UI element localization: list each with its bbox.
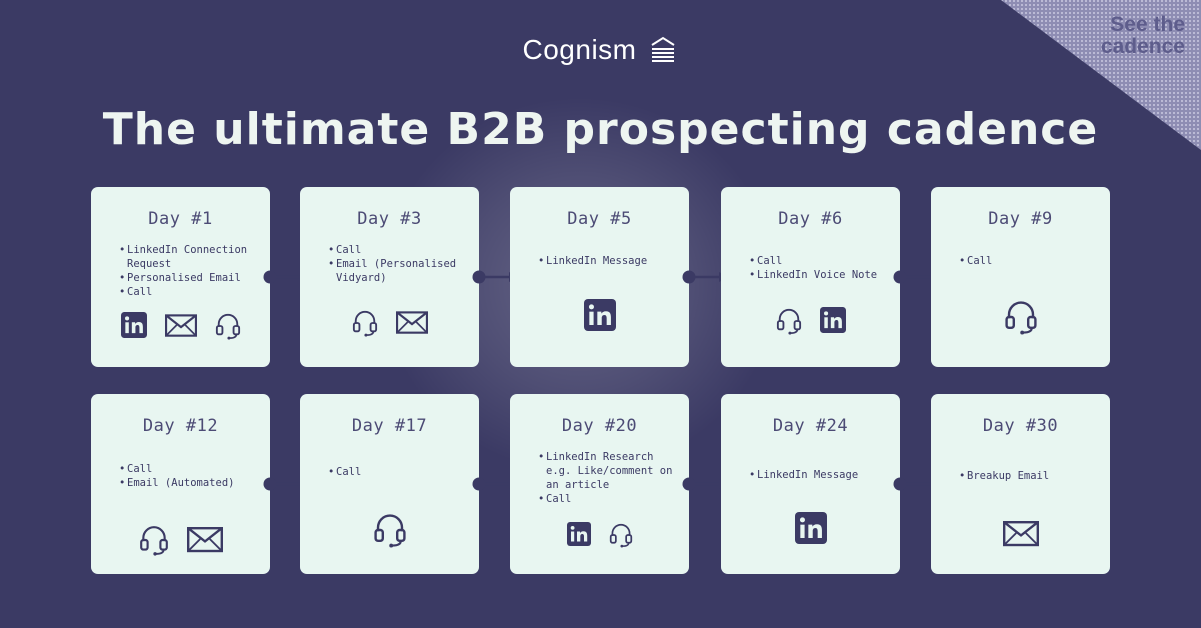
card-action-item: Call xyxy=(959,254,1100,268)
page-title: The ultimate B2B prospecting cadence xyxy=(102,104,1099,155)
cadence-card: Day #30Breakup Email xyxy=(931,394,1110,574)
card-action-item: Personalised Email xyxy=(119,271,260,285)
card-icons xyxy=(931,518,1110,552)
card-action-item: Call xyxy=(538,492,679,506)
card-actions: CallEmail (Automated) xyxy=(119,462,260,490)
card-day-label: Day #12 xyxy=(142,416,219,436)
card-day-label: Day #20 xyxy=(561,416,638,436)
card-actions: Breakup Email xyxy=(959,469,1100,483)
card-action-item: Call xyxy=(328,465,469,479)
cadence-card: Day #17Call xyxy=(300,394,479,574)
headset-icon xyxy=(139,524,169,560)
card-day-label: Day #24 xyxy=(772,416,849,436)
card-action-item: LinkedIn Voice Note xyxy=(749,268,890,282)
card-day-label: Day #9 xyxy=(988,209,1053,229)
cognism-logo-icon xyxy=(651,36,676,62)
card-actions: Call xyxy=(959,254,1100,268)
card-day-label: Day #3 xyxy=(357,209,422,229)
card-action-item: LinkedIn Research e.g. Like/comment on a… xyxy=(538,450,679,492)
card-action-item: LinkedIn Message xyxy=(538,254,679,268)
card-day-label: Day #6 xyxy=(778,209,843,229)
headset-icon xyxy=(373,512,407,552)
cadence-card: Day #5 LinkedIn Message xyxy=(510,187,689,367)
card-actions: LinkedIn Message xyxy=(749,468,890,482)
card-icons xyxy=(931,299,1110,339)
email-icon xyxy=(395,309,428,341)
card-actions: LinkedIn Research e.g. Like/comment on a… xyxy=(538,450,679,506)
headset-icon xyxy=(1004,299,1038,339)
card-icons xyxy=(91,312,270,344)
card-icons xyxy=(721,307,900,339)
card-action-item: Email (Personalised Vidyard) xyxy=(328,257,469,285)
see-the-cadence-link[interactable]: See the cadence xyxy=(1100,13,1185,58)
headset-icon xyxy=(609,522,633,552)
card-action-item: Call xyxy=(119,462,260,476)
card-day-label: Day #1 xyxy=(148,209,213,229)
card-action-item: Email (Automated) xyxy=(119,476,260,490)
card-action-item: Call xyxy=(749,254,890,268)
card-actions: CallLinkedIn Voice Note xyxy=(749,254,890,282)
card-action-item: LinkedIn Connection Request xyxy=(119,243,260,271)
cadence-card: Day #6 CallLinkedIn Voice Note xyxy=(721,187,900,367)
card-day-label: Day #30 xyxy=(982,416,1059,436)
cadence-card: Day #1 LinkedIn Connection RequestPersona… xyxy=(91,187,270,367)
email-icon xyxy=(164,312,197,344)
linkedin-icon xyxy=(583,299,616,335)
brand-name: Cognism xyxy=(522,34,637,65)
card-action-item: Call xyxy=(328,243,469,257)
card-icons xyxy=(510,522,689,552)
cadence-card: Day #20LinkedIn Research e.g. Like/comme… xyxy=(510,394,689,574)
linkedin-icon xyxy=(120,312,147,344)
linkedin-icon xyxy=(566,522,591,552)
card-action-item: LinkedIn Message xyxy=(749,468,890,482)
card-day-label: Day #5 xyxy=(567,209,632,229)
email-icon xyxy=(186,524,223,560)
linkedin-icon xyxy=(819,307,846,339)
brand-logo: Cognism xyxy=(0,34,1201,66)
cadence-card: Day #12CallEmail (Automated) xyxy=(91,394,270,574)
card-icons xyxy=(91,524,270,560)
cadence-card: Day #9 Call xyxy=(931,187,1110,367)
card-day-label: Day #17 xyxy=(351,416,428,436)
card-actions: LinkedIn Connection RequestPersonalised … xyxy=(119,243,260,299)
card-action-item: Breakup Email xyxy=(959,469,1100,483)
headset-icon xyxy=(776,307,802,339)
linkedin-icon xyxy=(794,512,827,548)
card-actions: Call xyxy=(328,465,469,479)
headset-icon xyxy=(215,312,241,344)
card-icons xyxy=(300,309,479,341)
card-actions: CallEmail (Personalised Vidyard) xyxy=(328,243,469,285)
card-icons xyxy=(721,512,900,548)
card-icons xyxy=(300,512,479,552)
corner-ribbon xyxy=(1001,0,1201,150)
cadence-card: Day #24LinkedIn Message xyxy=(721,394,900,574)
card-action-item: Call xyxy=(119,285,260,299)
card-actions: LinkedIn Message xyxy=(538,254,679,268)
email-icon xyxy=(1002,518,1039,552)
cadence-card: Day #3 CallEmail (Personalised Vidyard) xyxy=(300,187,479,367)
card-icons xyxy=(510,299,689,335)
headset-icon xyxy=(352,309,378,341)
